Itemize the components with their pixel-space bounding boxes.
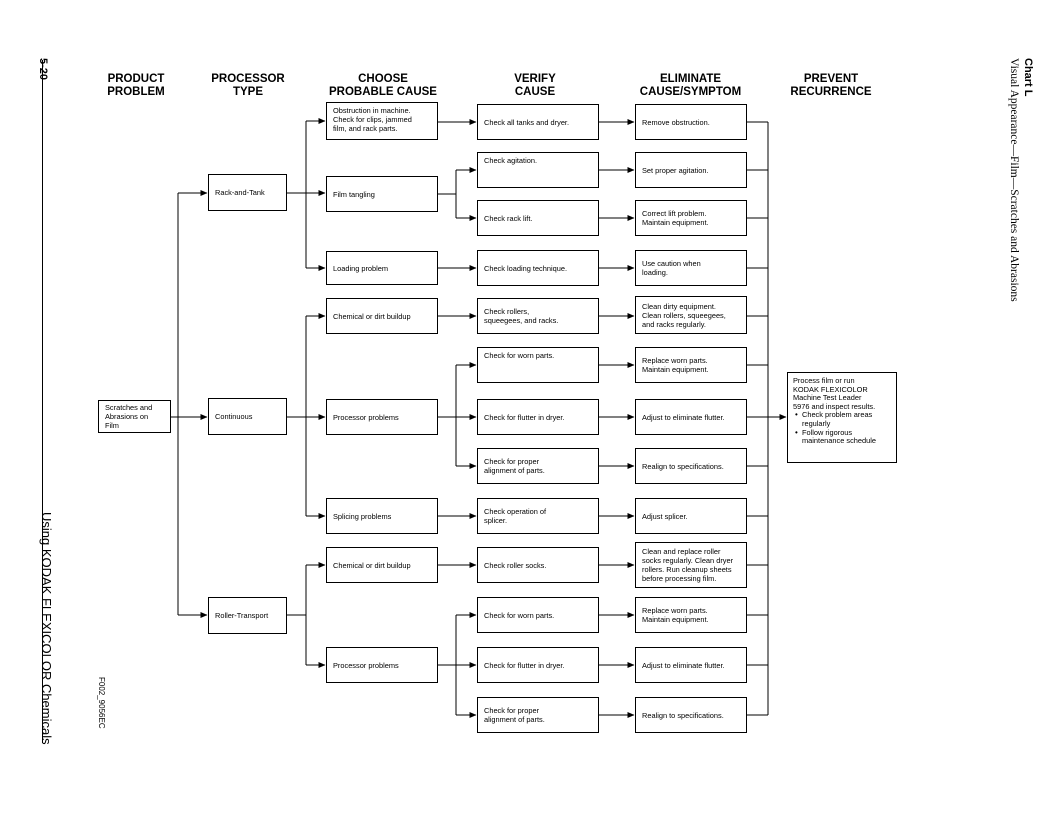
eliminate-adjust-splicer: Adjust splicer. (635, 498, 747, 534)
verify-rack-lift: Check rack lift. (477, 200, 599, 236)
eliminate-set-agitation: Set proper agitation. (635, 152, 747, 188)
product-problem-box: Scratches and Abrasions on Film (98, 400, 171, 433)
verify-agitation: Check agitation. (477, 152, 599, 188)
eliminate-caution-loading: Use caution when loading. (635, 250, 747, 286)
verify-splicer: Check operation of splicer. (477, 498, 599, 534)
eliminate-realign-roller: Realign to specifications. (635, 697, 747, 733)
verify-worn-parts: Check for worn parts. (477, 347, 599, 383)
processor-rack-and-tank: Rack-and-Tank (208, 174, 287, 211)
verify-flutter-dryer-roller: Check for flutter in dryer. (477, 647, 599, 683)
processor-roller-transport: Roller-Transport (208, 597, 287, 634)
eliminate-clean-roller-socks: Clean and replace roller socks regularly… (635, 542, 747, 588)
eliminate-realign: Realign to specifications. (635, 448, 747, 484)
verify-tanks-dryer: Check all tanks and dryer. (477, 104, 599, 140)
cause-chemical-dirt-buildup-roller: Chemical or dirt buildup (326, 547, 438, 583)
verify-roller-socks: Check roller socks. (477, 547, 599, 583)
verify-rollers-squeegees: Check rollers, squeegees, and racks. (477, 298, 599, 334)
verify-loading-technique: Check loading technique. (477, 250, 599, 286)
prevent-bullet: Follow rigorous maintenance schedule (795, 428, 891, 446)
eliminate-remove-obstruction: Remove obstruction. (635, 104, 747, 140)
prevent-bullets: Check problem areas regularly Follow rig… (793, 411, 891, 445)
processor-continuous: Continuous (208, 398, 287, 435)
eliminate-adjust-flutter: Adjust to eliminate flutter. (635, 399, 747, 435)
cause-splicing-problems: Splicing problems (326, 498, 438, 534)
eliminate-adjust-flutter-roller: Adjust to eliminate flutter. (635, 647, 747, 683)
cause-obstruction: Obstruction in machine. Check for clips,… (326, 102, 438, 140)
verify-alignment-roller: Check for proper alignment of parts. (477, 697, 599, 733)
eliminate-clean-equipment: Clean dirty equipment. Clean rollers, sq… (635, 296, 747, 334)
cause-loading-problem: Loading problem (326, 251, 438, 285)
verify-worn-parts-roller: Check for worn parts. (477, 597, 599, 633)
eliminate-correct-lift: Correct lift problem. Maintain equipment… (635, 200, 747, 236)
cause-chemical-dirt-buildup: Chemical or dirt buildup (326, 298, 438, 334)
prevent-intro: Process film or run KODAK FLEXICOLOR Mac… (793, 376, 876, 411)
cause-film-tangling: Film tangling (326, 176, 438, 212)
cause-processor-problems-roller: Processor problems (326, 647, 438, 683)
eliminate-replace-worn-parts: Replace worn parts. Maintain equipment. (635, 347, 747, 383)
margin-rule (42, 60, 43, 743)
cause-processor-problems: Processor problems (326, 399, 438, 435)
prevent-bullet: Check problem areas regularly (795, 411, 891, 428)
prevent-recurrence-box: Process film or run KODAK FLEXICOLOR Mac… (787, 372, 897, 463)
eliminate-replace-worn-parts-roller: Replace worn parts. Maintain equipment. (635, 597, 747, 633)
verify-flutter-dryer: Check for flutter in dryer. (477, 399, 599, 435)
verify-alignment: Check for proper alignment of parts. (477, 448, 599, 484)
